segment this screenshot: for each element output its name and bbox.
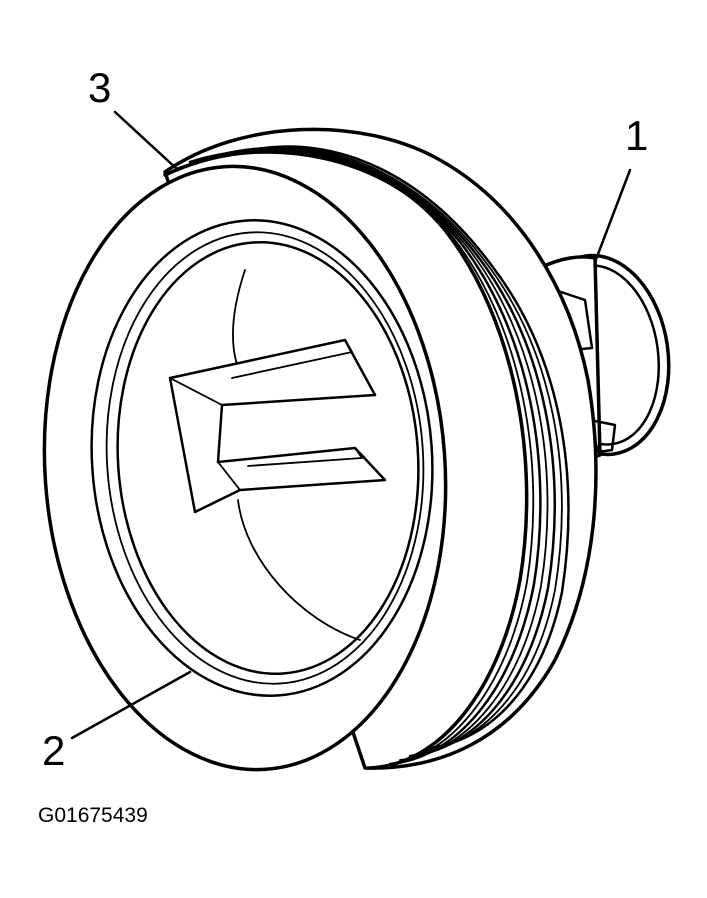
callout-label-1: 1 [625, 112, 648, 159]
inner-spokes [168, 269, 387, 641]
leader-line-1 [593, 168, 632, 264]
callout-label-2: 2 [42, 727, 65, 774]
callout-label-3: 3 [88, 64, 111, 111]
belt-grooves [163, 145, 570, 770]
leader-line-3 [113, 110, 180, 172]
leader-line-2 [70, 670, 192, 740]
leader-lines [70, 110, 632, 740]
figure-code: G01675439 [38, 804, 148, 827]
